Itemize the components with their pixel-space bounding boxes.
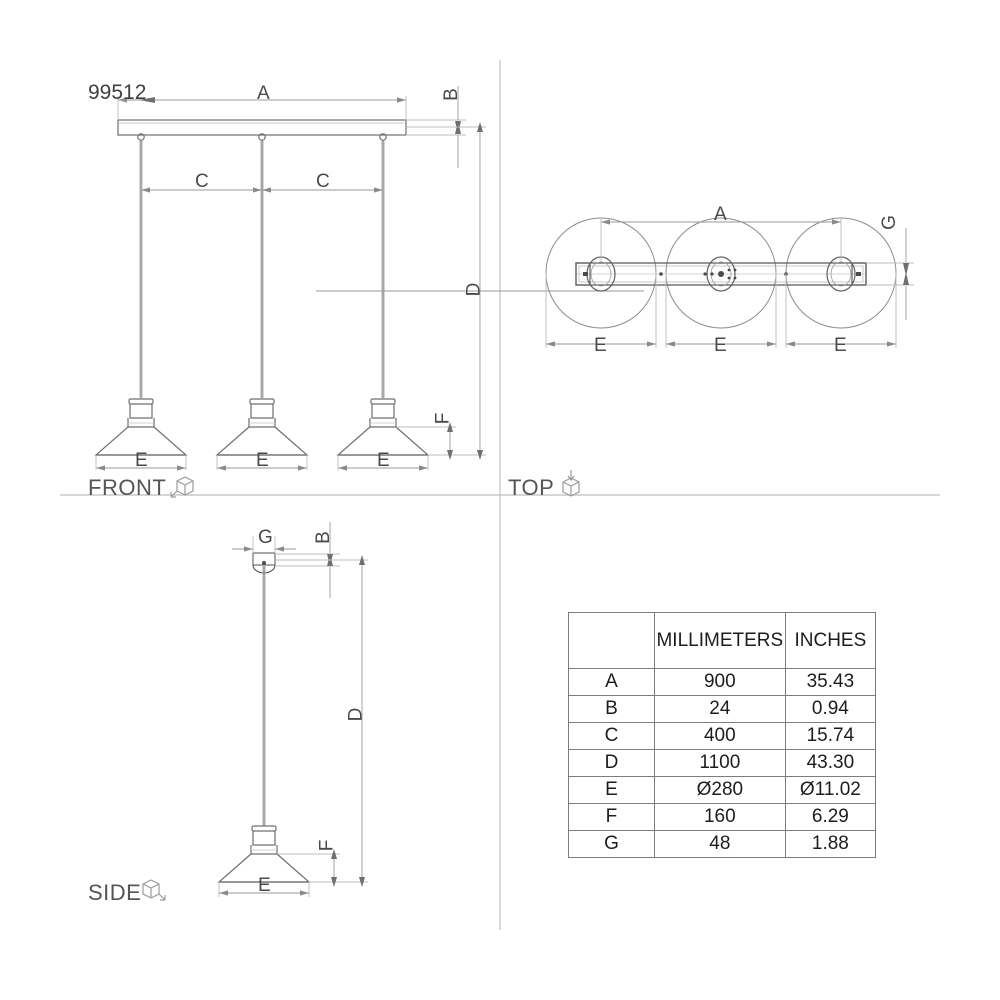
- front-pendant-3: [336, 398, 430, 456]
- row-in: 1.88: [784, 830, 877, 858]
- table-header-key: [568, 612, 655, 669]
- top-dimension-lines: [545, 218, 914, 348]
- row-in: 35.43: [784, 668, 877, 696]
- row-mm: Ø280: [653, 776, 786, 804]
- top-view-label: TOP: [508, 475, 555, 500]
- row-mm: 900: [653, 668, 786, 696]
- table-row: B 24 0.94: [568, 695, 877, 723]
- side-dim-g-label: G: [258, 527, 273, 548]
- row-in: 0.94: [784, 695, 877, 723]
- front-dim-e-3-label: E: [377, 450, 390, 471]
- row-mm: 48: [653, 830, 786, 858]
- cube-front-icon: [170, 476, 194, 498]
- table-row: F 160 6.29: [568, 803, 877, 831]
- front-view-label: FRONT: [88, 475, 167, 500]
- side-view-label: SIDE: [88, 880, 142, 905]
- sheet-dividers: [60, 60, 940, 930]
- side-dimension-lines: [218, 522, 368, 897]
- top-view-hardware-detail: [583, 268, 861, 280]
- table-row: C 400 15.74: [568, 722, 877, 750]
- top-dim-g-label: G: [878, 215, 900, 230]
- top-dim-e-3-label: E: [834, 335, 847, 356]
- top-dim-e-2-label: E: [714, 335, 727, 356]
- row-mm: 160: [653, 803, 786, 831]
- table-row: E Ø280 Ø11.02: [568, 776, 877, 804]
- row-key: D: [568, 749, 655, 777]
- front-dim-c-left-label: C: [195, 171, 209, 192]
- row-mm: 1100: [653, 749, 786, 777]
- front-dim-f-label: F: [432, 412, 454, 425]
- front-dim-d-label: D: [463, 282, 485, 297]
- front-dim-a-label: A: [257, 83, 270, 104]
- table-row: D 1100 43.30: [568, 749, 877, 777]
- top-dim-a-label: A: [714, 204, 727, 225]
- row-mm: 400: [653, 722, 786, 750]
- row-key: A: [568, 668, 655, 696]
- product-code: 99512: [88, 81, 147, 104]
- table-header-row: MILLIMETERS INCHES: [568, 612, 877, 669]
- row-key: C: [568, 722, 655, 750]
- table-header-millimeters: MILLIMETERS: [653, 612, 786, 669]
- front-pendant-1: [94, 398, 188, 456]
- row-key: E: [568, 776, 655, 804]
- row-key: G: [568, 830, 655, 858]
- front-dimension-lines: [95, 86, 644, 471]
- side-dim-f-label: F: [316, 839, 338, 852]
- side-view-geometry: [217, 552, 311, 883]
- row-in: 43.30: [784, 749, 877, 777]
- row-key: B: [568, 695, 655, 723]
- table-row: A 900 35.43: [568, 668, 877, 696]
- table-row: G 48 1.88: [568, 830, 877, 858]
- cube-side-icon: [142, 879, 166, 901]
- row-mm: 24: [653, 695, 786, 723]
- front-dim-b-label: B: [440, 88, 462, 101]
- row-in: Ø11.02: [784, 776, 877, 804]
- cube-top-icon: [562, 470, 580, 497]
- row-in: 15.74: [784, 722, 877, 750]
- table-header-inches: INCHES: [784, 612, 877, 669]
- front-dim-c-right-label: C: [316, 171, 330, 192]
- front-pendant-2: [215, 398, 309, 456]
- row-in: 6.29: [784, 803, 877, 831]
- dimension-spec-table: MILLIMETERS INCHES A 900 35.43 B 24 0.94…: [568, 612, 877, 858]
- top-dim-e-1-label: E: [594, 335, 607, 356]
- front-dim-e-2-label: E: [256, 450, 269, 471]
- side-dim-e-label: E: [258, 875, 271, 896]
- side-dim-b-label: B: [312, 531, 334, 544]
- row-key: F: [568, 803, 655, 831]
- front-dim-e-1-label: E: [135, 450, 148, 471]
- side-dim-d-label: D: [345, 707, 367, 722]
- front-view-geometry: [117, 119, 407, 398]
